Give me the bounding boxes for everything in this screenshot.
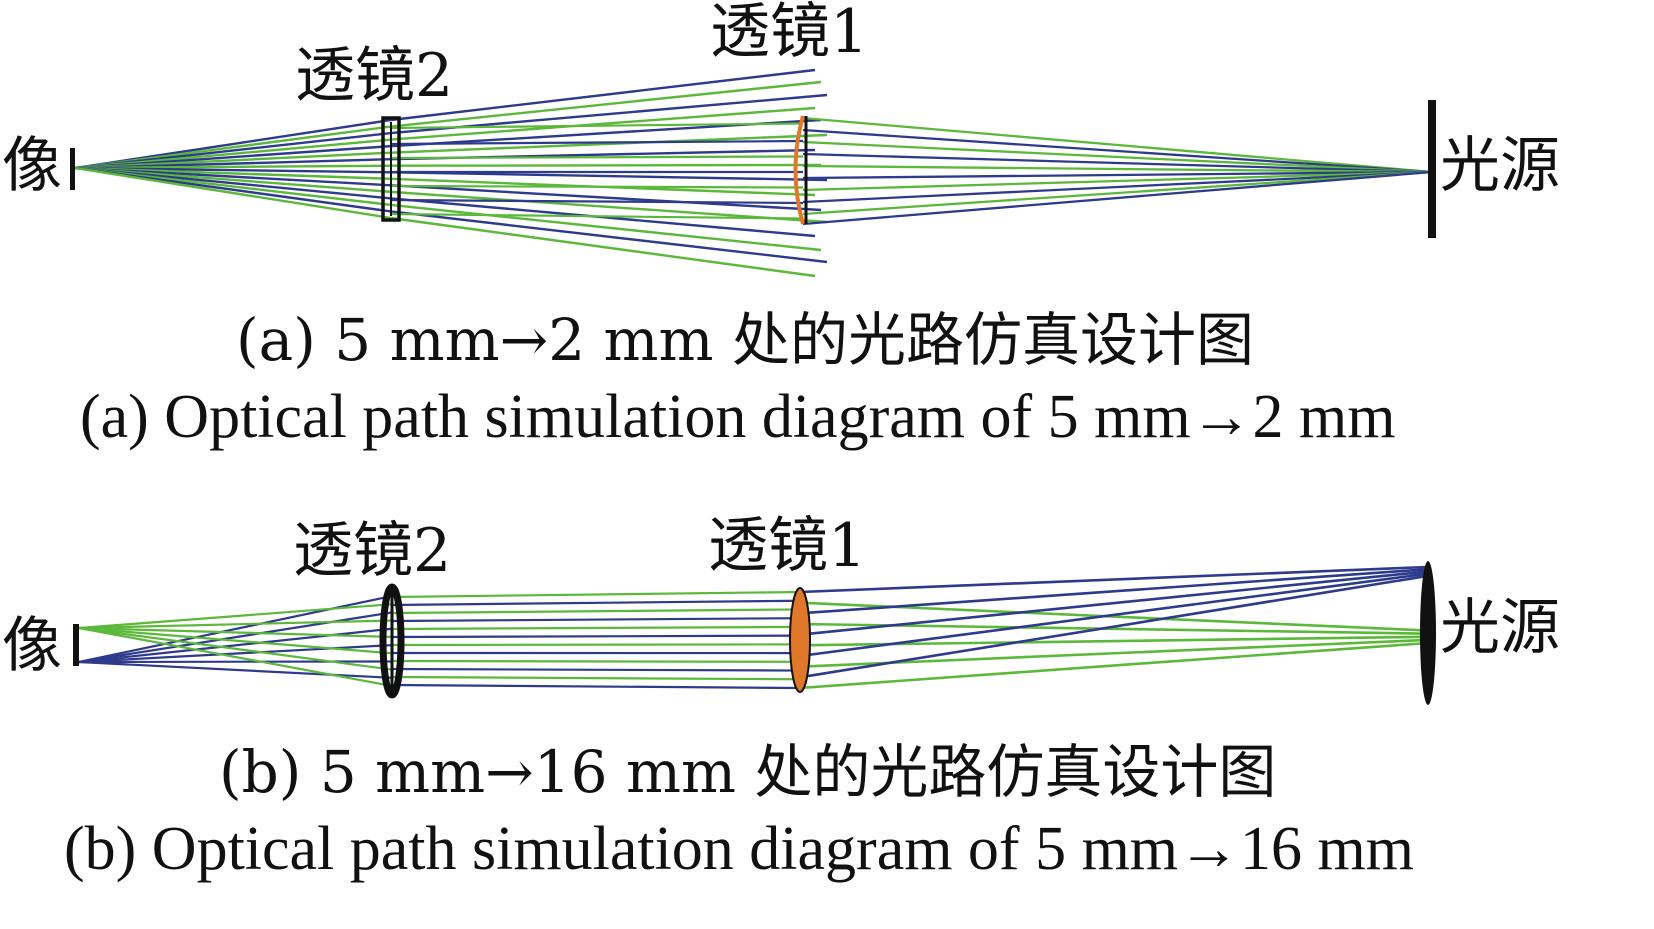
panel-a-ray — [802, 170, 1433, 216]
panel-b-lens-1-label: 透镜1 — [708, 511, 866, 581]
panel-a-rays — [74, 68, 1433, 278]
panel-b-ray — [78, 627, 393, 664]
panel-b-ray — [391, 625, 801, 631]
panel-a-lens-1-label: 透镜1 — [710, 0, 868, 67]
panel-b-caption-cn: (b) 5 mm→16 mm 处的光路仿真设计图 — [219, 738, 1276, 806]
panel-b-ray — [391, 675, 801, 681]
panel-b-ray — [78, 643, 393, 664]
panel-b-ray — [78, 603, 393, 630]
panel-a-ray — [390, 163, 822, 167]
panel-a-ray — [390, 80, 822, 128]
panel-b-ray — [391, 634, 801, 639]
panel-b-ray — [799, 572, 1429, 658]
panel-b-ray — [391, 617, 801, 623]
panel-b-ray — [78, 626, 393, 671]
panel-b-ray — [799, 574, 1429, 679]
panel-b-ray — [799, 567, 1429, 615]
panel-b-image-plane — [73, 624, 79, 666]
panel-b-ray — [799, 638, 1429, 668]
panel-a-ray — [390, 139, 804, 146]
panel-b-ray — [799, 565, 1429, 594]
panel-a-ray — [390, 198, 804, 205]
panel-b-ray — [391, 590, 801, 599]
panel-b-lens-2 — [379, 583, 405, 699]
panel-b-ray — [391, 599, 801, 607]
panel-b-ray — [78, 594, 393, 664]
panel-b-lens-1 — [789, 587, 811, 693]
panel-a-source-label: 光源 — [1440, 131, 1560, 201]
panel-a-ray — [390, 184, 822, 212]
panel-b-ray — [78, 619, 393, 630]
panel-b: 像 光源 透镜1 透镜2 (b) 5 mm→16 mm 处的光路仿真设计图 (b… — [2, 511, 1560, 883]
panel-a-ray — [390, 106, 816, 141]
panel-b-ray — [78, 626, 393, 655]
panel-b-ray — [78, 611, 393, 664]
panel-a-image-plane — [70, 148, 75, 190]
panel-b-ray — [78, 626, 393, 688]
panel-b-ray — [78, 660, 393, 679]
panel-a-caption-cn: (a) 5 mm→2 mm 处的光路仿真设计图 — [236, 306, 1254, 374]
panel-a-lens-2 — [381, 116, 401, 222]
panel-a-ray — [390, 216, 816, 278]
panel-a: 像 光源 透镜1 透镜2 (a) 5 mm→2 mm 处的光路仿真设计图 (a)… — [2, 0, 1560, 451]
panel-b-source-label: 光源 — [1440, 593, 1560, 663]
panel-a-ray — [802, 128, 1433, 174]
panel-b-caption-en: (b) Optical path simulation diagram of 5… — [64, 815, 1414, 883]
panel-a-ray — [74, 166, 392, 220]
panel-a-lens-1 — [793, 115, 805, 225]
panel-b-image-label: 像 — [2, 611, 62, 681]
panel-b-ray — [391, 667, 801, 672]
panel-b-ray — [391, 608, 801, 615]
panel-a-ray — [802, 170, 1433, 204]
panel-a-ray — [802, 170, 1433, 180]
panel-b-ray — [78, 626, 393, 639]
panel-a-ray — [802, 170, 1433, 192]
panel-a-light-source — [1428, 100, 1436, 238]
panel-a-ray — [802, 170, 1433, 226]
panel-b-ray — [391, 683, 801, 690]
panel-b-light-source — [1420, 561, 1436, 705]
panel-a-ray — [802, 116, 1433, 174]
panel-b-ray — [799, 601, 1429, 632]
panel-a-ray — [802, 152, 1433, 174]
panel-b-ray — [799, 622, 1429, 635]
panel-a-ray — [390, 184, 804, 189]
panel-b-ray — [799, 635, 1429, 647]
panel-b-rays — [78, 565, 1429, 690]
panel-a-ray — [390, 155, 804, 160]
panel-b-ray — [391, 659, 801, 663]
panel-a-ray — [802, 164, 1433, 174]
panel-a-lens-2-label: 透镜2 — [295, 41, 453, 111]
panel-b-ray — [391, 643, 801, 647]
panel-b-ray — [799, 570, 1429, 636]
panel-a-ray — [390, 203, 822, 252]
panel-a-image-label: 像 — [2, 131, 62, 201]
panel-b-lens-2-label: 透镜2 — [293, 516, 451, 586]
panel-a-ray — [390, 122, 804, 130]
panel-a-caption-en: (a) Optical path simulation diagram of 5… — [80, 383, 1396, 451]
panel-a-ray — [390, 133, 828, 154]
panel-a-ray — [390, 171, 828, 182]
panel-b-ray — [78, 660, 393, 664]
panel-a-ray — [390, 212, 804, 220]
panel-a-ray — [390, 210, 828, 264]
panel-a-ray — [390, 68, 816, 122]
panel-b-ray — [799, 641, 1429, 690]
panel-a-ray — [802, 140, 1433, 174]
